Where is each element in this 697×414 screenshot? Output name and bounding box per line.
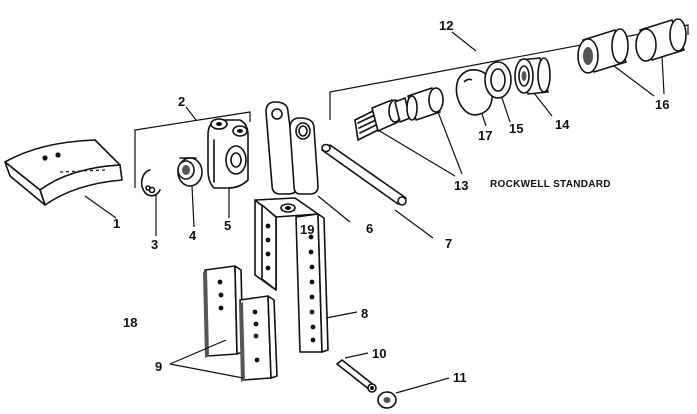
side-plate-icon	[203, 265, 278, 382]
callout-2: 2	[178, 94, 185, 109]
callout-12: 12	[439, 18, 453, 33]
callout-15: 15	[509, 121, 523, 136]
callout-13: 13	[454, 178, 468, 193]
callout-4: 4	[189, 228, 197, 243]
manufacturer-caption: ROCKWELL STANDARD	[490, 179, 611, 190]
callout-9: 9	[155, 359, 162, 374]
group-bracket-12	[329, 24, 689, 120]
cup-bushing-icon	[514, 57, 551, 95]
splined-shaft-icon	[354, 97, 411, 141]
link-plate-icon	[265, 101, 319, 195]
bushing-icon	[177, 157, 203, 187]
callout-7: 7	[445, 236, 452, 251]
callout-1: 1	[113, 216, 120, 231]
callout-8: 8	[361, 306, 368, 321]
snap-ring-icon	[140, 169, 161, 197]
callout-11: 11	[453, 370, 467, 385]
frame-bracket-icon	[254, 197, 329, 353]
washer-ring-icon	[484, 61, 512, 99]
callout-19: 19	[300, 222, 314, 237]
callout-17: 17	[478, 128, 492, 143]
cap-plate-icon	[4, 139, 123, 206]
callout-14: 14	[555, 117, 570, 132]
callout-5: 5	[224, 218, 231, 233]
group-bracket-2	[134, 106, 251, 188]
callout-18: 18	[123, 315, 137, 330]
bushing-pair-icon	[577, 18, 687, 74]
sleeve-icon	[406, 87, 444, 121]
long-pin-icon	[321, 143, 407, 206]
callout-10: 10	[372, 346, 386, 361]
washer-icon	[377, 391, 397, 409]
short-pin-icon	[336, 359, 377, 393]
callout-16: 16	[655, 97, 669, 112]
callout-3: 3	[151, 237, 158, 252]
clevis-icon	[207, 118, 249, 189]
callout-6: 6	[366, 221, 373, 236]
